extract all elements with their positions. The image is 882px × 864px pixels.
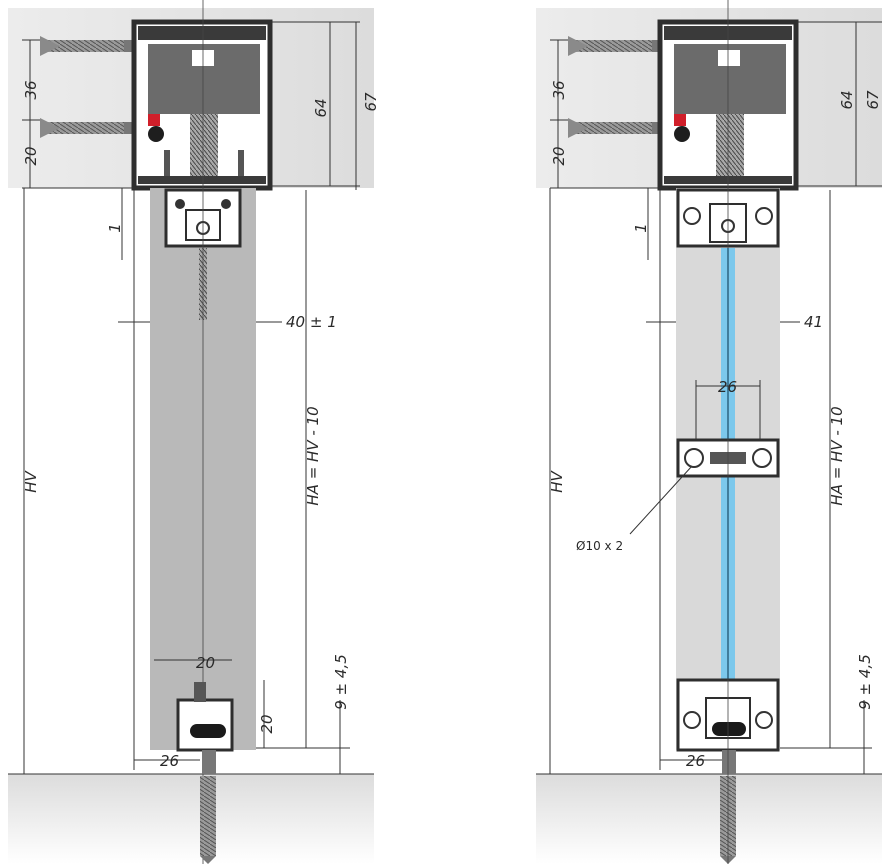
left-dim-ha: HA = HV - 10	[304, 406, 322, 505]
right-dim-1: 1	[632, 223, 650, 233]
left-dim-64: 64	[312, 98, 330, 117]
rail-profile	[131, 19, 273, 191]
red-seal	[148, 114, 160, 126]
left-dim-1: 1	[106, 223, 124, 233]
right-dim-67: 67	[864, 90, 882, 110]
floor	[536, 774, 882, 864]
wall-anchor-bottom	[568, 118, 662, 138]
wall-anchor-top	[568, 36, 662, 56]
right-dim-36: 36	[550, 80, 568, 99]
left-drawing: 36 20 64 67 1 40 ± 1 HV HA = HV - 10 20 …	[8, 0, 380, 864]
right-dim-width: 41	[804, 313, 823, 331]
left-dim-20: 20	[22, 146, 40, 165]
left-dim-guide-width: 20	[196, 654, 215, 672]
right-dim-hv: HV	[548, 469, 566, 492]
wall-anchor-top	[40, 36, 134, 56]
left-dim-36: 36	[22, 80, 40, 99]
wall-anchor-bottom	[40, 118, 134, 138]
right-dim-64: 64	[838, 90, 856, 109]
right-dim-mid-26: 26	[718, 378, 737, 396]
right-drawing: 36 20 64 67 1 41 HV HA = HV - 10 26 Ø10 …	[536, 0, 882, 864]
left-dim-guide-height: 20	[258, 714, 276, 733]
left-dim-offset: 26	[160, 752, 179, 770]
red-seal	[674, 114, 686, 126]
left-dim-width: 40 ± 1	[286, 313, 337, 331]
bottom-guide	[176, 682, 234, 864]
right-dim-offset: 26	[686, 752, 705, 770]
right-dim-20: 20	[550, 146, 568, 165]
floor	[8, 774, 374, 864]
left-dim-hv: HV	[22, 469, 40, 492]
right-dim-hole: Ø10 x 2	[576, 539, 623, 553]
right-dim-clearance: 9 ± 4,5	[856, 654, 874, 710]
right-dim-ha: HA = HV - 10	[828, 406, 846, 505]
left-dim-clearance: 9 ± 4,5	[332, 654, 350, 710]
left-dim-67: 67	[362, 92, 380, 112]
